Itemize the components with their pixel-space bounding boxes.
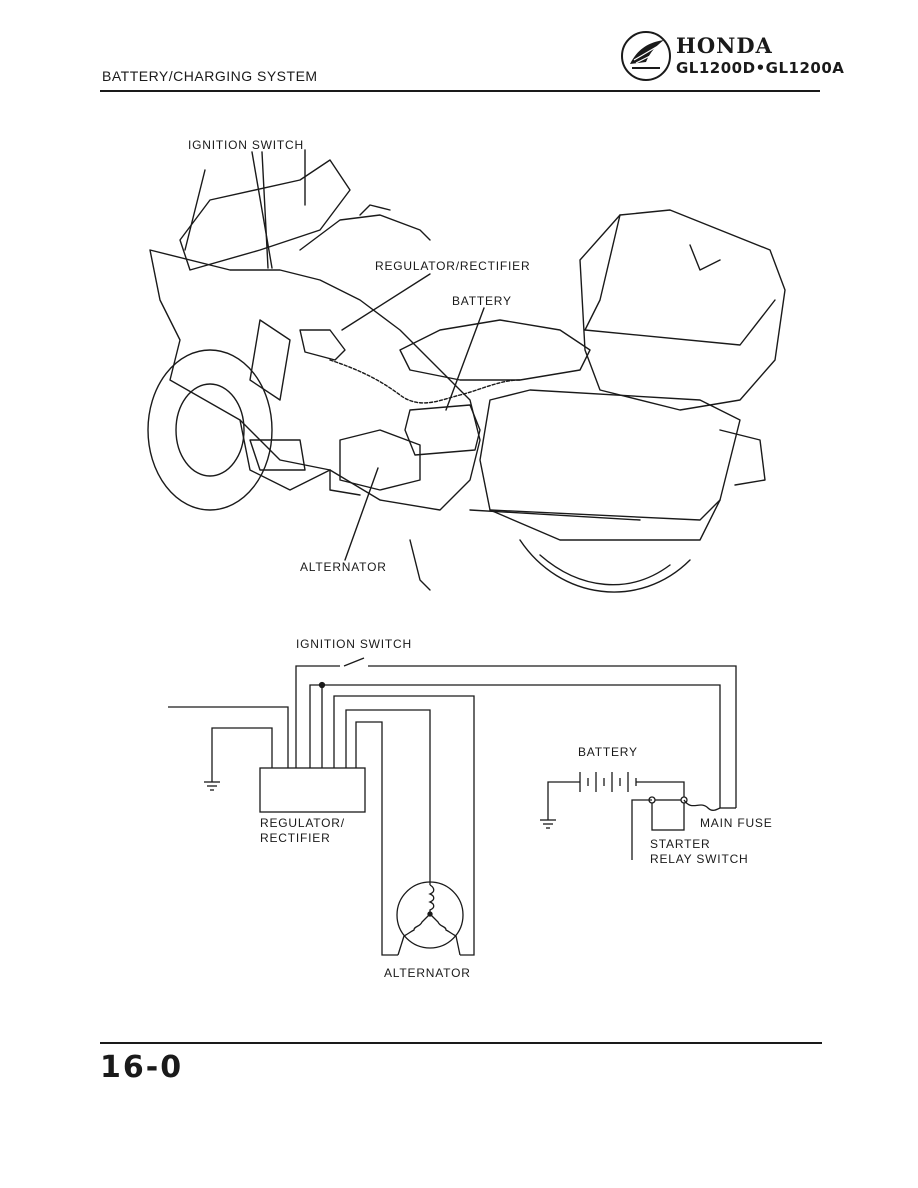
trunk <box>579 209 786 411</box>
schem-label-main-fuse: MAIN FUSE <box>700 816 773 830</box>
schem-label-regulator-line1: REGULATOR/ <box>260 816 345 830</box>
schem-label-starter: STARTER <box>650 837 711 851</box>
starter-relay-box <box>651 799 685 831</box>
illus-label-battery: BATTERY <box>452 294 512 308</box>
windshield <box>179 159 351 271</box>
fairing <box>149 249 481 511</box>
header-rule <box>100 90 820 92</box>
page-number: 16-0 <box>100 1050 184 1085</box>
footer-rule <box>100 1042 822 1044</box>
alternator-symbol <box>396 881 464 949</box>
schem-label-regulator-line2: RECTIFIER <box>260 831 331 845</box>
schem-label-relay-switch: RELAY SWITCH <box>650 852 749 866</box>
schem-label-alternator: ALTERNATOR <box>384 966 471 980</box>
battery-part <box>404 404 481 456</box>
honda-wing-logo <box>620 30 672 87</box>
brand-name: HONDA <box>676 33 773 58</box>
seat <box>399 319 591 381</box>
section-title: BATTERY/CHARGING SYSTEM <box>102 68 318 84</box>
regulator-box <box>259 767 366 813</box>
saddlebag <box>479 389 741 541</box>
model-name: GL1200D•GL1200A <box>676 59 845 77</box>
engine <box>339 429 421 491</box>
illus-label-alternator: ALTERNATOR <box>300 560 387 574</box>
schem-label-ignition-switch: IGNITION SWITCH <box>296 637 412 651</box>
schem-label-battery: BATTERY <box>578 745 638 759</box>
illus-label-regulator-rectifier: REGULATOR/RECTIFIER <box>375 259 531 273</box>
regulator-part <box>299 329 346 361</box>
illus-label-ignition-switch: IGNITION SWITCH <box>188 138 304 152</box>
front-wheel <box>147 349 273 511</box>
